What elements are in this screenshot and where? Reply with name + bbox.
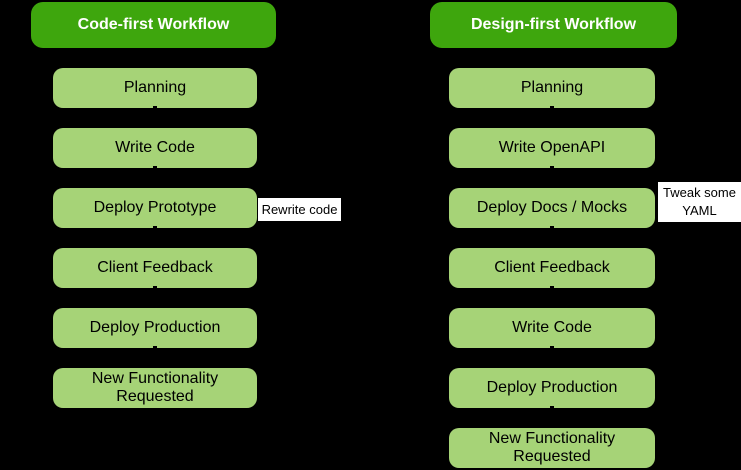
step-write-code: Write Code [449,308,655,348]
step-deploy-prototype: Deploy Prototype [53,188,257,228]
steps-code-first: Planning Write Code Deploy Prototype Cli… [53,68,257,408]
step-new-functionality: New Functionality Requested [53,368,257,408]
step-deploy-production: Deploy Production [53,308,257,348]
step-deploy-production: Deploy Production [449,368,655,408]
note-tweak-yaml: Tweak some YAML [658,182,741,222]
step-new-functionality: New Functionality Requested [449,428,655,468]
step-planning: Planning [53,68,257,108]
step-client-feedback: Client Feedback [53,248,257,288]
workflow-title-design-first: Design-first Workflow [430,2,677,48]
step-write-openapi: Write OpenAPI [449,128,655,168]
step-write-code: Write Code [53,128,257,168]
step-client-feedback: Client Feedback [449,248,655,288]
workflow-title-code-first: Code-first Workflow [31,2,276,48]
steps-design-first: Planning Write OpenAPI Deploy Docs / Moc… [449,68,655,468]
note-rewrite-code: Rewrite code [258,198,341,221]
step-planning: Planning [449,68,655,108]
step-deploy-docs-mocks: Deploy Docs / Mocks [449,188,655,228]
